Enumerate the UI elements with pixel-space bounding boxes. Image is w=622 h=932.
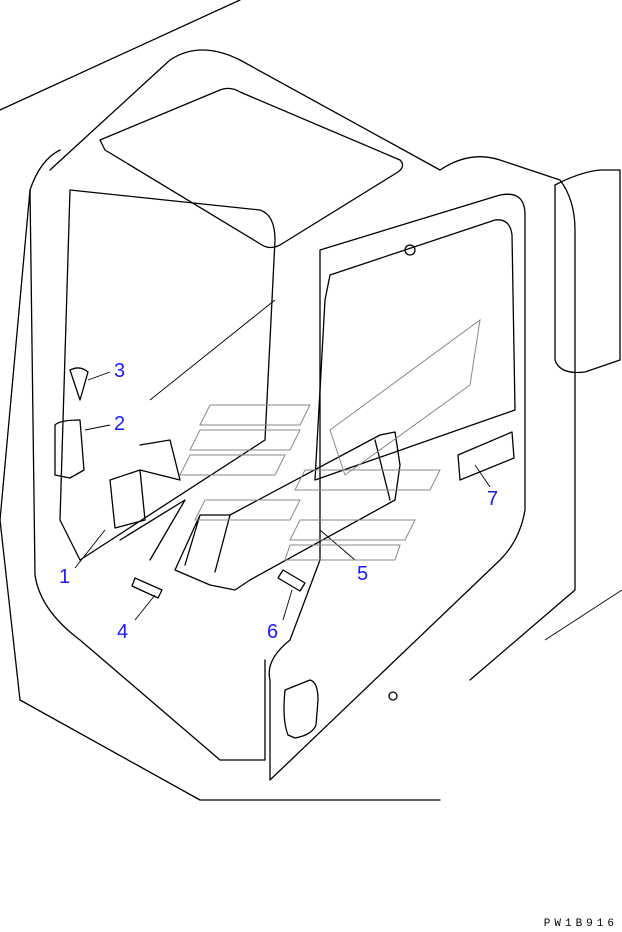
cab-pillar xyxy=(29,189,266,761)
cab-right-edge xyxy=(439,156,576,681)
vent-duct-left xyxy=(109,439,186,561)
leader-lines xyxy=(74,371,491,621)
door-bolt xyxy=(404,244,416,256)
callout-3: 3 xyxy=(114,360,126,382)
door-frame xyxy=(268,193,526,781)
bolt-6 xyxy=(277,569,306,592)
door-bolt xyxy=(388,691,398,701)
label-plate-7 xyxy=(457,431,515,481)
drawing-code: PW1B916 xyxy=(543,918,618,930)
front-window xyxy=(59,189,276,561)
bolt-4 xyxy=(131,577,163,599)
callout-2: 2 xyxy=(114,413,126,435)
callout-6: 6 xyxy=(267,621,279,643)
side-window xyxy=(554,169,621,374)
clip-3 xyxy=(69,367,89,401)
door-window xyxy=(314,219,516,481)
callout-5: 5 xyxy=(357,563,369,585)
vent-2 xyxy=(54,419,85,479)
callout-1: 1 xyxy=(59,566,71,588)
cab-left-wall xyxy=(0,519,441,801)
air-duct xyxy=(174,431,401,591)
watermark-logo xyxy=(179,318,481,561)
callout-7: 7 xyxy=(487,488,499,510)
callout-4: 4 xyxy=(117,621,129,643)
door-handle xyxy=(283,679,319,739)
roof-hatch xyxy=(99,87,404,249)
